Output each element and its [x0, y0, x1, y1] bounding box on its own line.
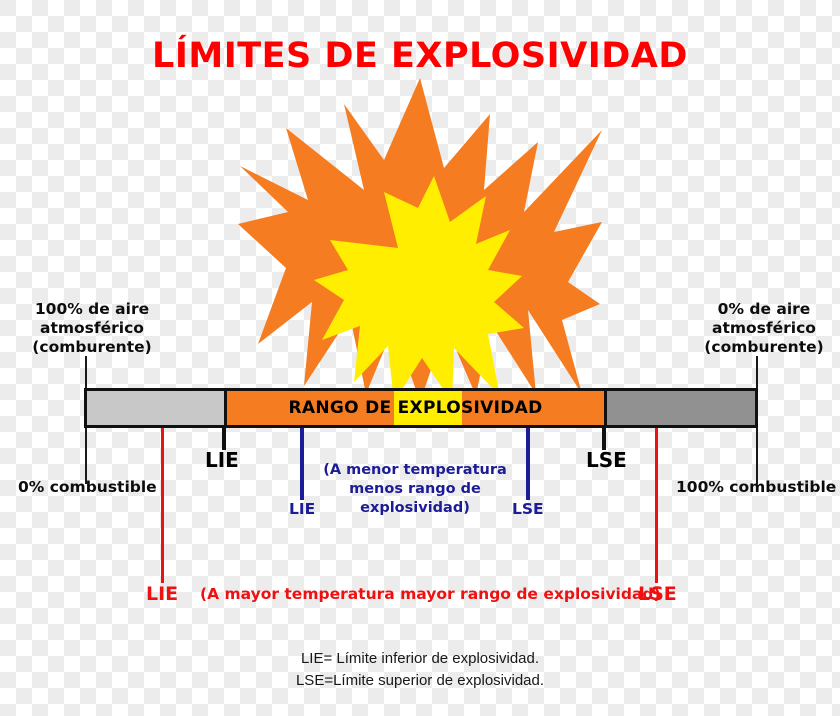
label-lse-red: LSE: [638, 583, 677, 605]
bar-segment-fuel: [604, 388, 758, 428]
tick-lie-black: [222, 428, 226, 450]
label-lse-blue: LSE: [512, 500, 544, 518]
label-fuel-0: 0% combustible: [18, 478, 157, 496]
explosion-graphic: [238, 72, 602, 416]
bar-segment-air: [84, 388, 227, 428]
label-lie-red: LIE: [146, 583, 179, 605]
explosivity-bar: RANGO DE EXPLOSIVIDAD: [84, 388, 758, 428]
leader-line-bottom-left: [85, 428, 87, 484]
label-fuel-100: 100% combustible: [676, 478, 837, 496]
note-lower-temperature: (A menor temperatura menos rango de expl…: [323, 462, 507, 516]
tick-lse-blue: [526, 428, 530, 500]
tick-lie-blue: [300, 428, 304, 500]
explosion-inner-burst: [314, 176, 524, 402]
label-lie-blue: LIE: [289, 500, 316, 518]
tick-lie-red: [161, 428, 164, 583]
legend-line-lie: LIE= Límite inferior de explosividad.: [300, 650, 540, 667]
legend: LIE= Límite inferior de explosividad. LS…: [0, 648, 840, 692]
note-higher-temperature: (A mayor temperatura mayor rango de expl…: [200, 585, 661, 603]
label-lie-black: LIE: [205, 448, 239, 472]
leader-line-top-right: [756, 356, 758, 390]
tick-lse-black: [602, 428, 606, 450]
legend-line-lse: LSE=Límite superior de explosividad.: [295, 672, 545, 689]
page-title: LÍMITES DE EXPLOSIVIDAD: [152, 36, 688, 76]
label-air-100: 100% de aire atmosférico (comburente): [32, 300, 152, 356]
bar-range-label: RANGO DE EXPLOSIVIDAD: [288, 398, 543, 418]
tick-lse-red: [655, 428, 658, 583]
label-lse-black: LSE: [586, 448, 627, 472]
label-air-0: 0% de aire atmosférico (comburente): [704, 300, 824, 356]
flame-overlay-on-bar: [394, 391, 462, 425]
leader-line-bottom-right: [756, 428, 758, 484]
leader-line-top-left: [85, 356, 87, 390]
